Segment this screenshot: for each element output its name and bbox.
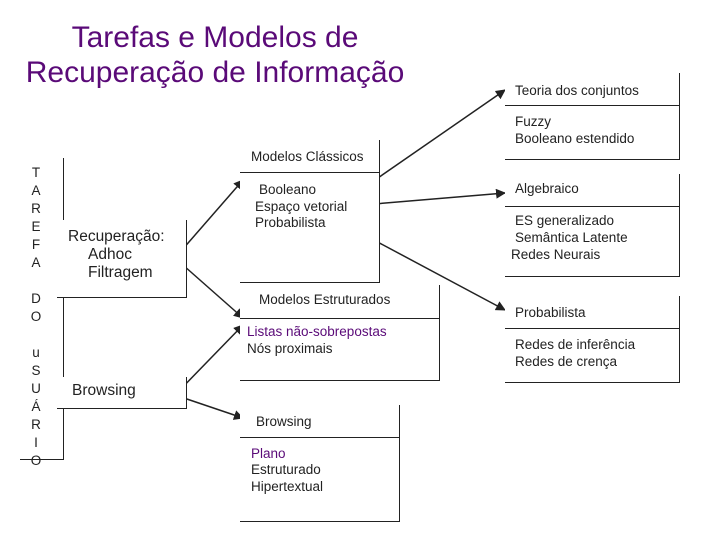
user-task-letter: Á [31,399,41,414]
user-task-letter: E [31,219,41,234]
user-task-box [20,158,64,460]
user-task-letter [29,326,43,344]
page-title: Tarefas e Modelos de Recuperação de Info… [10,20,420,90]
user-task-letter: R [31,201,41,216]
title-line-2: Recuperação de Informação [25,56,405,89]
algebraic-header: Algebraico [515,181,579,196]
classic-item-vetorial: Espaço vetorial [255,199,348,214]
user-task-letter: U [31,381,41,396]
browsing-task-label: Browsing [72,382,136,399]
retrieval-line-3: Filtragem [88,264,153,281]
arrow-vector-algebraic [361,188,506,206]
browsing-task-box [57,377,187,409]
arrow-boolean-set [361,89,506,190]
algebraic-item-semantica: Semântica Latente [515,230,628,245]
user-task-letter [29,272,43,290]
browsing-items-box [240,438,400,522]
structured-item-nos: Nós proximais [247,341,333,356]
algebraic-header-box [505,174,680,207]
retrieval-label: Recuperação: Adhoc Filtragem [68,228,165,282]
user-task-letter: S [31,363,41,378]
algebraic-item-es: ES generalizado [515,213,615,228]
arrow-prob-probabilista [371,238,506,311]
retrieval-line-2: Adhoc [88,246,132,263]
prob-item-inferencia: Redes de inferência [515,337,636,352]
user-task-letter: A [31,255,41,270]
classic-item-booleano: Booleano [259,182,317,197]
user-task-letter: D [31,291,41,306]
classic-item-probabilista: Probabilista [255,215,326,230]
set-theory-items-box [505,106,680,160]
classic-items-box [240,173,380,283]
classic-header-box [240,140,380,173]
prob-item-crenca: Redes de crença [515,354,618,369]
set-theory-header-box [505,73,680,106]
algebraic-item-redes-neurais: Redes Neurais [511,247,601,262]
prob-items-box [505,329,680,383]
user-task-letter: F [31,237,41,252]
structured-header: Modelos Estruturados [259,292,391,307]
set-item-fuzzy: Fuzzy [515,114,552,129]
user-task-letter: I [34,435,38,450]
user-task-letter: O [30,309,42,324]
user-task-letter: R [31,417,41,432]
browsing-item-plano: Plano [251,446,286,461]
browsing-item-estruturado: Estruturado [251,462,321,477]
user-task-letter: O [30,453,42,468]
browsing-item-hipertextual: Hipertextual [251,479,324,494]
user-task-letter: A [31,183,41,198]
browsing-header-box [240,405,400,438]
structured-item-listas: Listas não-sobrepostas [247,324,387,339]
set-theory-header: Teoria dos conjuntos [515,83,639,98]
browsing-header: Browsing [256,414,312,429]
structured-header-box [240,285,440,319]
user-task-letter: u [32,345,40,360]
user-task-letter: T [31,165,41,180]
title-line-1: Tarefas e Modelos de [71,21,359,54]
algebraic-items-box [505,207,680,277]
set-item-booleano-estendido: Booleano estendido [515,131,635,146]
retrieval-task-box [57,220,187,298]
prob-header: Probabilista [515,305,586,320]
prob-header-box [505,296,680,329]
classic-header: Modelos Clássicos [251,149,364,164]
structured-items-box [240,319,440,381]
retrieval-line-1: Recuperação: [68,228,165,245]
